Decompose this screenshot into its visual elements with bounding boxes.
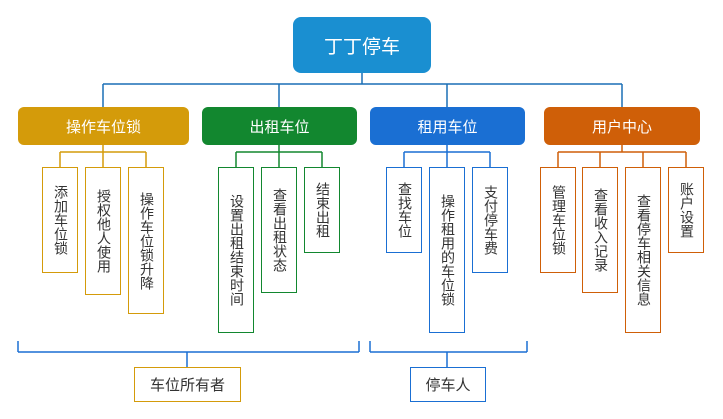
leaf-pay-fee: 支付停车费 [472,167,508,273]
role-parker: 停车人 [410,367,486,402]
leaf-set-end-time: 设置出租结束时间 [218,167,254,333]
category-operate-lock: 操作车位锁 [18,107,189,145]
leaf-add-lock: 添加车位锁 [42,167,78,273]
leaf-authorize-others: 授权他人使用 [85,167,121,295]
category-rent-space: 租用车位 [370,107,525,145]
leaf-manage-lock: 管理车位锁 [540,167,576,273]
leaf-view-income: 查看收入记录 [582,167,618,293]
leaf-end-rent: 结束出租 [304,167,340,253]
root-node: 丁丁停车 [293,17,431,73]
leaf-operate-lock-updown: 操作车位锁升降 [128,167,164,314]
leaf-operate-rented-lock: 操作租用的车位锁 [429,167,465,333]
role-space-owner: 车位所有者 [134,367,241,402]
category-rent-out-space: 出租车位 [202,107,357,145]
leaf-view-parking-info: 查看停车相关信息 [625,167,661,333]
category-user-center: 用户中心 [544,107,700,145]
leaf-find-space: 查找车位 [386,167,422,253]
leaf-view-rent-status: 查看出租状态 [261,167,297,293]
leaf-account-settings: 账户设置 [668,167,704,253]
